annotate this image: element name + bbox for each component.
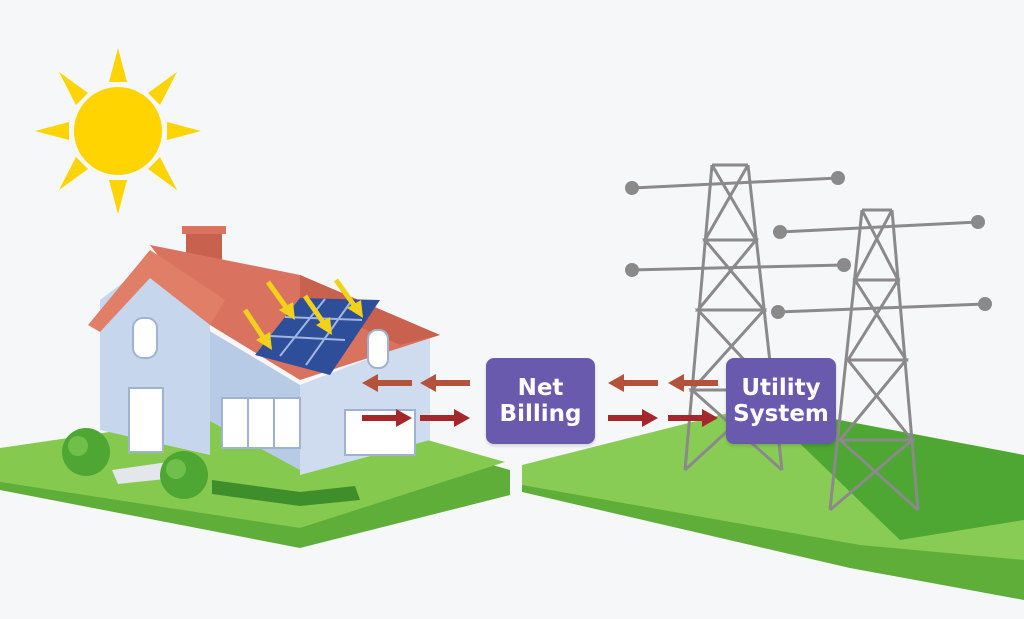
insulator-dots xyxy=(625,171,992,319)
utility-system-label: Utility System xyxy=(726,358,836,444)
net-billing-text: Net Billing xyxy=(499,375,582,427)
utility-system-text: Utility System xyxy=(733,375,829,427)
power-tower-icon xyxy=(631,163,986,512)
net-billing-label: Net Billing xyxy=(486,358,595,444)
arrow-right-icon xyxy=(362,409,718,427)
arrow-left-icon xyxy=(362,374,718,392)
sun-icon xyxy=(35,48,201,214)
house-icon xyxy=(62,226,440,506)
